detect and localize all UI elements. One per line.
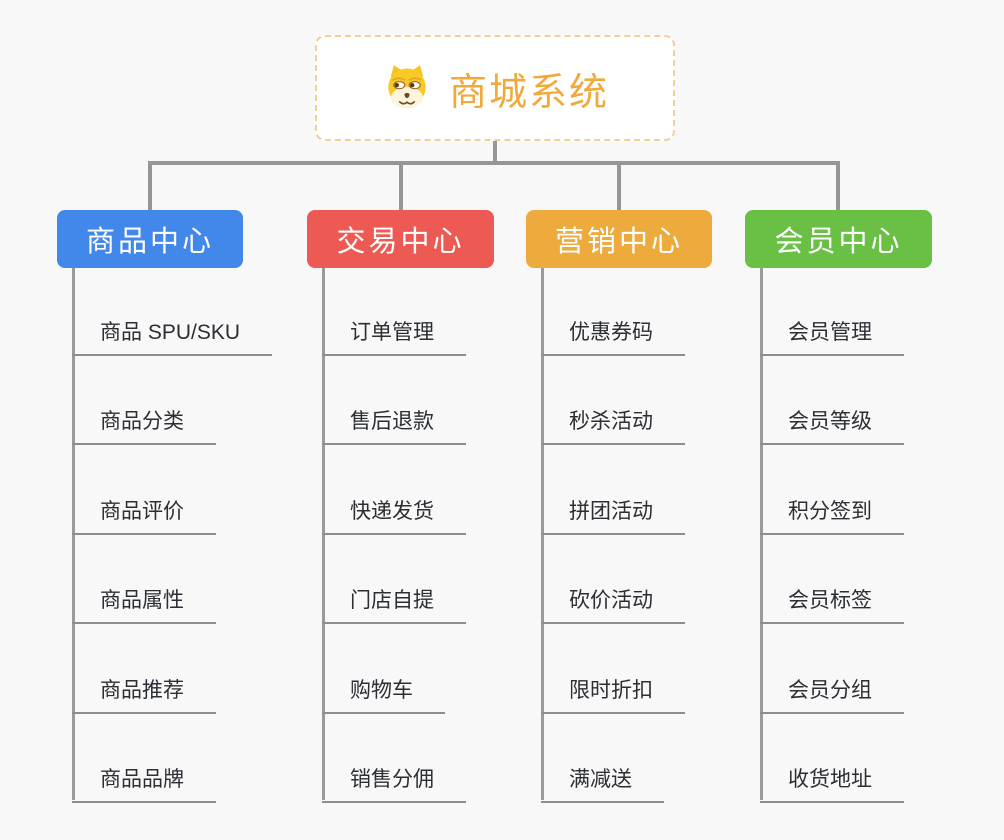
node-item[interactable]: 优惠券码 (541, 312, 685, 356)
branch-header-marketing[interactable]: 营销中心 (526, 210, 712, 268)
node-item[interactable]: 会员等级 (760, 401, 904, 445)
root-node[interactable]: 商城系统 (315, 35, 675, 141)
node-item[interactable]: 商品属性 (72, 580, 216, 624)
node-item[interactable]: 订单管理 (322, 312, 466, 356)
connector-drop-marketing (617, 161, 621, 210)
branch-header-member[interactable]: 会员中心 (745, 210, 932, 268)
node-item[interactable]: 会员分组 (760, 670, 904, 714)
node-item[interactable]: 会员管理 (760, 312, 904, 356)
doge-icon (388, 65, 426, 109)
node-item[interactable]: 会员标签 (760, 580, 904, 624)
node-item[interactable]: 满减送 (541, 759, 664, 803)
node-item[interactable]: 商品推荐 (72, 670, 216, 714)
node-item[interactable]: 积分签到 (760, 491, 904, 535)
node-item[interactable]: 拼团活动 (541, 491, 685, 535)
node-item[interactable]: 销售分佣 (322, 759, 466, 803)
root-title: 商城系统 (448, 71, 609, 114)
node-item[interactable]: 商品 SPU/SKU (72, 312, 273, 356)
node-item[interactable]: 商品品牌 (72, 759, 216, 803)
node-item[interactable]: 收货地址 (760, 759, 904, 803)
node-item[interactable]: 商品分类 (72, 401, 216, 445)
branch-column-marketing: 优惠券码 秒杀活动 拼团活动 砍价活动 限时折扣 满减送 (541, 268, 771, 803)
node-item[interactable]: 砍价活动 (541, 580, 685, 624)
node-item[interactable]: 限时折扣 (541, 670, 685, 714)
node-item[interactable]: 售后退款 (322, 401, 466, 445)
connector-drop-trade (399, 161, 403, 210)
node-item[interactable]: 快递发货 (322, 491, 466, 535)
connector-bus (148, 161, 840, 165)
node-item[interactable]: 购物车 (322, 670, 445, 714)
connector-drop-member (836, 161, 840, 210)
connector-root-stem (493, 141, 497, 163)
branch-column-products: 商品 SPU/SKU 商品分类 商品评价 商品属性 商品推荐 商品品牌 (72, 268, 302, 803)
branch-column-trade: 订单管理 售后退款 快递发货 门店自提 购物车 销售分佣 (322, 268, 552, 803)
node-item[interactable]: 秒杀活动 (541, 401, 685, 445)
branch-column-member: 会员管理 会员等级 积分签到 会员标签 会员分组 收货地址 (760, 268, 990, 803)
branch-header-trade[interactable]: 交易中心 (307, 210, 494, 268)
node-item[interactable]: 门店自提 (322, 580, 466, 624)
connector-drop-products (148, 161, 152, 210)
branch-header-products[interactable]: 商品中心 (57, 210, 243, 268)
node-item[interactable]: 商品评价 (72, 491, 216, 535)
